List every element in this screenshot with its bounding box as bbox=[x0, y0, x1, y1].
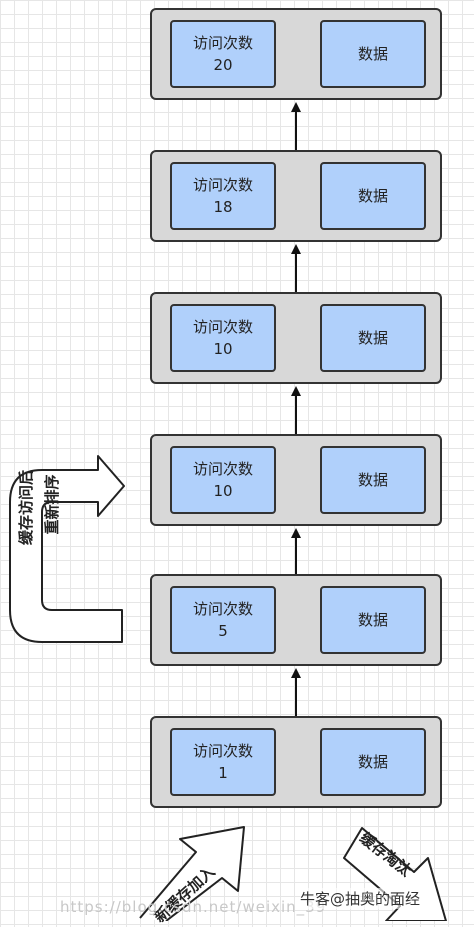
access-count-label: 访问次数 bbox=[192, 600, 253, 618]
reorder-label: 缓存访问后 重新排序 bbox=[16, 470, 62, 545]
data-cell: 数据 bbox=[320, 304, 426, 372]
data-cell: 数据 bbox=[320, 20, 426, 88]
access-count-cell: 访问次数 18 bbox=[170, 162, 276, 230]
access-count-value: 10 bbox=[213, 340, 233, 358]
data-label: 数据 bbox=[357, 45, 388, 63]
watermark-brand-text: 牛客@抽奥的面经 bbox=[300, 890, 421, 908]
watermark-url: https://blog.csdn.net/weixin_39 bbox=[60, 898, 326, 916]
access-count-value: 1 bbox=[218, 764, 228, 782]
access-count-label: 访问次数 bbox=[192, 176, 253, 194]
access-count-value: 5 bbox=[218, 622, 228, 640]
access-count-value: 18 bbox=[213, 198, 233, 216]
reorder-label-line1: 缓存访问后 bbox=[17, 469, 35, 545]
cache-node-2: 访问次数 18 数据 bbox=[150, 150, 442, 242]
cache-node-5: 访问次数 5 数据 bbox=[150, 574, 442, 666]
access-count-cell: 访问次数 10 bbox=[170, 304, 276, 372]
enter-arrow bbox=[139, 826, 245, 921]
access-count-label: 访问次数 bbox=[192, 742, 253, 760]
data-label: 数据 bbox=[357, 187, 388, 205]
access-count-label: 访问次数 bbox=[192, 318, 253, 336]
access-count-value: 20 bbox=[213, 56, 233, 74]
reorder-label-line2: 重新排序 bbox=[43, 474, 61, 535]
watermark-url-text: https://blog.csdn.net/weixin_39 bbox=[60, 898, 327, 916]
data-cell: 数据 bbox=[320, 446, 426, 514]
access-count-cell: 访问次数 1 bbox=[170, 728, 276, 796]
data-cell: 数据 bbox=[320, 162, 426, 230]
reorder-u-arrow bbox=[9, 455, 125, 643]
cache-node-3: 访问次数 10 数据 bbox=[150, 292, 442, 384]
data-cell: 数据 bbox=[320, 728, 426, 796]
access-count-label: 访问次数 bbox=[192, 460, 253, 478]
data-label: 数据 bbox=[357, 471, 388, 489]
data-label: 数据 bbox=[357, 611, 388, 629]
access-count-cell: 访问次数 20 bbox=[170, 20, 276, 88]
access-count-label: 访问次数 bbox=[192, 34, 253, 52]
data-label: 数据 bbox=[357, 753, 388, 771]
cache-node-1: 访问次数 20 数据 bbox=[150, 8, 442, 100]
access-count-value: 10 bbox=[213, 482, 233, 500]
data-label: 数据 bbox=[357, 329, 388, 347]
cache-node-4: 访问次数 10 数据 bbox=[150, 434, 442, 526]
access-count-cell: 访问次数 5 bbox=[170, 586, 276, 654]
cache-node-6: 访问次数 1 数据 bbox=[150, 716, 442, 808]
access-count-cell: 访问次数 10 bbox=[170, 446, 276, 514]
exit-arrow bbox=[343, 827, 447, 921]
data-cell: 数据 bbox=[320, 586, 426, 654]
watermark-brand: 牛客@抽奥的面经 bbox=[300, 888, 421, 909]
